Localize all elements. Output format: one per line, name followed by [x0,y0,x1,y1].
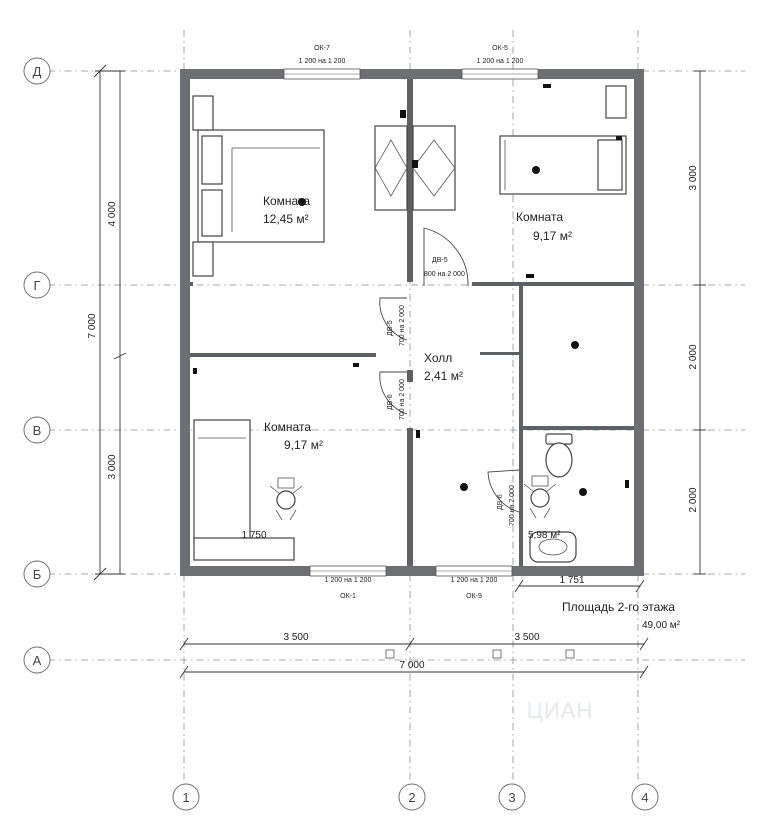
room-name: Комната [263,194,310,208]
door-size: 700 на 2 000 [509,485,516,526]
axis-bubble-g: Г [23,271,51,299]
axis-bubble-4: 4 [631,783,659,811]
axis-label: Д [33,64,42,79]
door-mark: ДВ-6 [387,394,394,410]
fixture-dots [193,84,629,496]
single-bed [499,135,627,195]
window-size: 1 200 на 1 200 [299,58,346,65]
axis-label: Г [33,278,40,293]
watermark: ЦИАН [527,698,594,723]
column-marker [565,649,575,659]
toilet-icon [545,433,573,478]
window-mark: ОК-1 [340,593,356,600]
window-size: 1 200 на 1 200 [477,58,524,65]
door-dv5-mid [379,297,408,341]
wardrobe-right [412,125,456,211]
door-mark: ДВ-5 [432,257,448,264]
person-icon [269,477,303,521]
axis-label: Б [33,567,42,582]
nightstand [192,241,214,277]
axis-label: 3 [508,790,515,805]
dim-value: 7 000 [399,660,424,671]
door-mark: ДВ-5 [387,320,394,336]
dim-value: 2 000 [688,344,699,369]
axis-label: 4 [641,790,648,805]
door-size: 700 на 2 000 [399,305,406,346]
window-size: 1 200 на 1 200 [451,577,498,584]
door-dv6-mid [379,371,408,415]
room-area: 5,98 м² [528,530,561,541]
room-name: Холл [424,351,452,365]
door-dv6-bath [487,469,520,513]
sink-icon [529,531,577,563]
window-mark: ОК-7 [314,45,330,52]
exterior-walls [180,69,644,576]
axis-bubble-b: Б [23,560,51,588]
dimension-left [93,64,127,581]
window-mark: ОК-9 [466,593,482,600]
room-name: Комната [516,210,563,224]
dim-value: 1 751 [559,575,584,586]
dim-value: 3 500 [283,632,308,643]
room-area: 9,17 м² [284,438,323,452]
window-ok5 [461,68,539,80]
person-icon [523,475,557,519]
axis-label: 1 [182,790,189,805]
dim-value: 3 000 [688,165,699,190]
single-bed-lower [193,419,251,543]
window-mark: ОК-5 [492,45,508,52]
desk [193,537,295,561]
door-size: 700 на 2 000 [399,379,406,420]
axis-bubble-3: 3 [498,783,526,811]
axis-bubble-2: 2 [398,783,426,811]
window-ok9 [435,565,513,577]
wardrobe-left [374,125,408,211]
column-marker [385,649,395,659]
column-marker [492,649,502,659]
dim-value: 3 500 [514,632,539,643]
axis-bubble-a: А [23,646,51,674]
dimension-right [694,70,706,575]
dim-value: 4 000 [107,201,118,226]
axis-label: В [33,423,42,438]
interior-partitions [190,79,634,566]
room-name: Комната [264,420,311,434]
floor-area-label: Площадь 2-го этажа [562,600,675,614]
door-mark: ДВ-6 [497,494,504,510]
axis-bubble-v: В [23,416,51,444]
floor-area-value: 49,00 м² [642,620,681,631]
axis-label: 2 [408,790,415,805]
door-dv5-top [423,227,469,287]
room-area: 9,17 м² [533,229,572,243]
double-bed [197,129,325,243]
nightstand [192,95,214,131]
room-area: 12,45 м² [263,212,309,226]
axis-bubble-d: Д [23,57,51,85]
dim-value: 1 750 [241,530,266,541]
window-ok1 [309,565,387,577]
dim-value: 7 000 [87,313,98,338]
dimension-bottom [179,579,649,679]
dim-value: 2 000 [688,487,699,512]
dim-value: 3 000 [107,454,118,479]
nightstand [605,85,627,119]
axis-bubble-1: 1 [172,783,200,811]
axis-label: А [33,653,42,668]
room-area: 2,41 м² [424,369,463,383]
window-ok7 [283,68,361,80]
door-size: 800 на 2 000 [424,271,465,278]
window-size: 1 200 на 1 200 [325,577,372,584]
